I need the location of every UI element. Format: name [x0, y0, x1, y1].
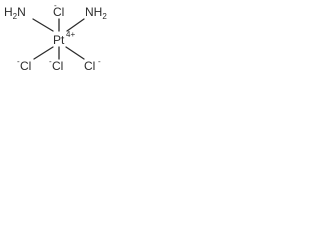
atom-cl-lower-left: Cl	[20, 59, 31, 73]
atom-cl-top: Cl	[53, 5, 64, 19]
atom-cl-lower-center: Cl	[52, 59, 63, 73]
atom-cl-lower-left-charge: -	[17, 57, 20, 66]
atom-cl-lower-center-charge: -	[49, 57, 52, 66]
atom-n-left: H2N	[4, 5, 26, 21]
atom-cl-lower-right: Cl	[84, 59, 95, 73]
platinum-complex-structure: Pt 4+ Cl - H2N NH2 - Cl - Cl Cl -	[4, 1, 107, 73]
atom-cl-lower-right-charge: -	[98, 57, 101, 66]
atom-pt: Pt	[53, 33, 65, 47]
bond-pt-cl-lower-left	[33, 46, 54, 60]
atom-cl-top-charge: -	[54, 1, 57, 10]
atom-pt-charge: 4+	[66, 30, 75, 39]
atom-pt-symbol: Pt	[53, 33, 65, 47]
bond-pt-cl-lower-right	[65, 46, 85, 60]
atom-n-right: NH2	[85, 5, 107, 21]
bond-pt-n-left	[32, 18, 54, 32]
bond-pt-n-right	[66, 18, 85, 32]
